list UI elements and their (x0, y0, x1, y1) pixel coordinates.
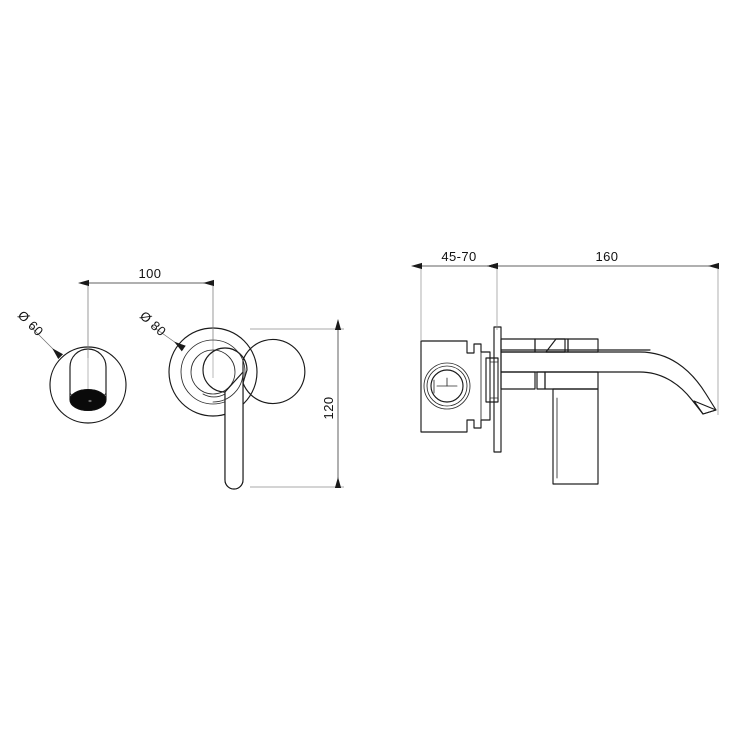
spout-aerator-highlight (88, 399, 92, 403)
concealed-valve-body (420, 340, 491, 433)
side-view-assembly (420, 326, 717, 485)
diameter-80-leader-line (151, 325, 186, 352)
dimension-45-70-label: 45-70 (441, 249, 476, 264)
valve-cover-sleeve (485, 357, 499, 403)
valve-cartridge-mid (426, 365, 468, 407)
dimension-45-70: 45-70 (411, 249, 498, 341)
handle-hub-a (500, 371, 536, 390)
handle-lever-outer (202, 338, 306, 490)
spout-outlet-body (69, 348, 107, 401)
handle-loop-junction-outer (212, 371, 244, 403)
spout-tip-face (693, 400, 717, 415)
dimension-100-label: 100 (139, 266, 162, 281)
side-lever-arm (552, 388, 599, 485)
spout-tube (500, 351, 717, 415)
valve-cartridge-inner (430, 369, 464, 403)
diameter-80-callout: Ø 80 (137, 308, 186, 352)
diameter-60-callout: Ø 60 (15, 308, 64, 360)
front-view-handle-assembly (168, 286, 306, 490)
diameter-60-label: Ø 60 (15, 308, 47, 340)
spout-collar-c (567, 338, 599, 353)
dimension-120: 120 (250, 319, 344, 488)
diameter-60-leader-line (29, 325, 64, 360)
dimension-160: 160 (487, 249, 719, 415)
handle-hub-c (544, 371, 599, 390)
dimension-120-label: 120 (321, 397, 336, 420)
handle-hub-b (536, 371, 546, 390)
spout-aerator-outline (69, 389, 107, 411)
dimension-160-label: 160 (596, 249, 619, 264)
handle-loop-inner-ring (190, 349, 236, 395)
handle-lever-arm (224, 371, 244, 490)
handle-loop-junction-fillet (202, 393, 226, 398)
front-view-spout-assembly (49, 286, 127, 424)
dimension-100: 100 (78, 266, 214, 358)
valve-cartridge-outer (423, 362, 471, 410)
